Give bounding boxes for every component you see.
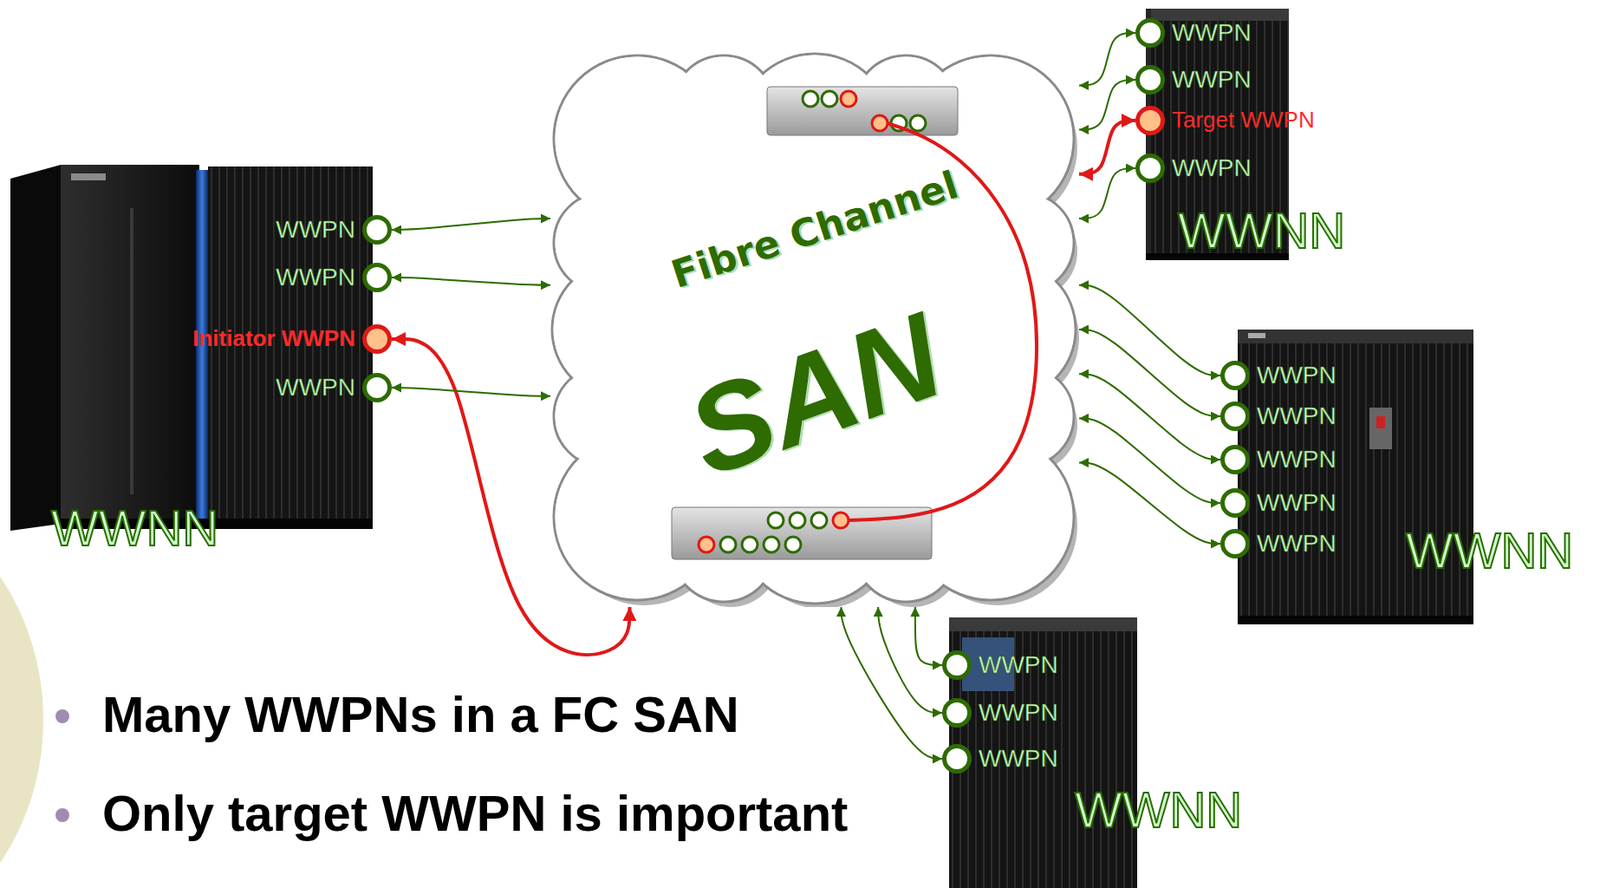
fc-link xyxy=(878,606,943,713)
port-name: WWPN xyxy=(275,263,356,292)
fc-link xyxy=(1079,373,1221,460)
fc-link xyxy=(1079,285,1221,376)
corner-shade xyxy=(0,485,44,888)
port-name: WWPN xyxy=(1256,445,1337,474)
bullet-dot xyxy=(55,807,70,822)
node-name: WWNN xyxy=(1405,522,1574,579)
fc-link xyxy=(841,606,944,759)
fc-link xyxy=(391,218,551,230)
cloud-edge xyxy=(552,53,1076,604)
wwnn-holder: WWNN xyxy=(1405,522,1574,579)
fc-link xyxy=(1079,32,1136,85)
wwnn-holder: WWNN xyxy=(1177,202,1346,259)
port-circle xyxy=(362,214,392,245)
port-node: WWPN xyxy=(1220,444,1337,475)
port-name: WWPN xyxy=(978,744,1059,773)
port-name: WWPN xyxy=(275,373,356,402)
port-node: WWPN xyxy=(1220,401,1337,431)
port-circle xyxy=(1220,444,1250,475)
port-node: WWPN xyxy=(1135,153,1252,183)
port-node: WWPN xyxy=(942,650,1059,680)
port-circle xyxy=(362,372,392,403)
port-circle xyxy=(1135,18,1165,48)
port-node: WWPN xyxy=(275,372,392,403)
port-circle xyxy=(362,324,392,354)
port-node: WWPN xyxy=(275,262,392,293)
port-node: Initiator WWPN xyxy=(192,324,392,354)
node-name: WWNN xyxy=(51,500,219,556)
fc-switch xyxy=(671,507,932,560)
port-name: Target WWPN xyxy=(1171,107,1315,134)
server-device: WWNN WWPN WWPN Initiator WWPN WWPN xyxy=(10,168,397,567)
port-node: WWPN xyxy=(1220,360,1337,391)
port-name: WWPN xyxy=(1256,361,1337,390)
port-name: WWPN xyxy=(1256,402,1337,430)
fc-link xyxy=(1079,120,1136,175)
port-circle xyxy=(942,650,972,680)
port-name: WWPN xyxy=(1171,65,1252,94)
storage-device: WWNN WWPN WWPN Target WWPN WWPN xyxy=(1131,6,1383,267)
port-node: WWPN xyxy=(1135,65,1252,95)
bullet-dot xyxy=(55,708,70,723)
fc-link xyxy=(391,387,551,397)
bullet-text: Many WWPNs in a FC SAN xyxy=(102,683,740,745)
fc-link xyxy=(391,277,551,286)
fc-link xyxy=(1079,462,1221,544)
port-circle xyxy=(1135,65,1165,95)
port-name: WWPN xyxy=(1171,19,1252,47)
port-node: WWPN xyxy=(275,214,392,245)
port-name: WWPN xyxy=(275,215,356,244)
port-circle xyxy=(942,697,972,728)
wwnn-holder: WWNN xyxy=(51,500,219,556)
fc-link xyxy=(915,606,943,665)
fc-switch xyxy=(767,86,958,136)
port-node: WWPN xyxy=(1135,18,1252,48)
port-node: Target WWPN xyxy=(1135,105,1315,136)
cloud-fill xyxy=(553,55,1075,603)
port-name: Initiator WWPN xyxy=(192,325,356,352)
port-circle xyxy=(362,262,392,293)
node-name: WWNN xyxy=(1074,781,1243,838)
fc-link xyxy=(1079,417,1221,503)
port-name: WWPN xyxy=(1256,529,1337,558)
port-circle xyxy=(1220,360,1250,391)
node-name: WWNN xyxy=(1177,202,1346,259)
bullet-holder: Only target WWPN is important xyxy=(102,782,848,844)
port-node: WWPN xyxy=(1220,528,1337,559)
fc-link xyxy=(1079,168,1136,219)
port-name: WWPN xyxy=(978,650,1059,679)
tape-device: WWNN WWPN WWPN WWPN WWPN WWPN xyxy=(1213,326,1595,631)
port-name: WWPN xyxy=(1256,488,1337,517)
port-circle xyxy=(1135,105,1165,136)
port-circle xyxy=(1220,401,1250,431)
storage-device: WWNN WWPN WWPN WWPN xyxy=(936,617,1283,888)
mainframe-server xyxy=(10,164,373,531)
bullet-text: Only target WWPN is important xyxy=(102,782,848,844)
port-circle xyxy=(1220,487,1250,518)
port-node: WWPN xyxy=(942,697,1059,728)
port-circle xyxy=(1220,528,1250,559)
wwnn-holder: WWNN xyxy=(1074,781,1243,838)
port-name: WWPN xyxy=(1171,154,1252,183)
disk-storage xyxy=(949,617,1138,888)
san-cloud: Fibre ChannelSAN xyxy=(550,52,1080,607)
fc-link xyxy=(1079,329,1221,417)
port-circle xyxy=(1135,153,1165,183)
tape-library xyxy=(1237,329,1474,625)
port-node: WWPN xyxy=(942,743,1059,774)
port-node: WWPN xyxy=(1220,487,1337,518)
port-name: WWPN xyxy=(978,698,1059,727)
port-circle xyxy=(942,743,972,774)
bullet-holder: Many WWPNs in a FC SAN xyxy=(102,683,740,745)
